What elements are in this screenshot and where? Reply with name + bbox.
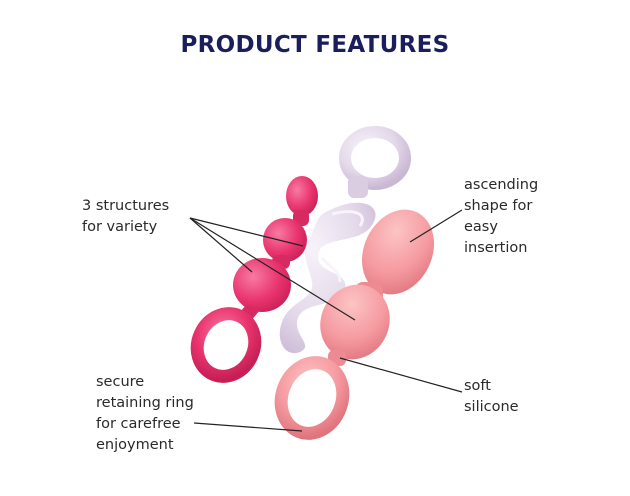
lilac-plug <box>279 126 411 354</box>
magenta-plug <box>190 176 318 383</box>
secure-line: retaining ring <box>96 395 194 411</box>
soft-line: soft <box>464 378 491 394</box>
structures-line: 3 structures <box>82 198 170 214</box>
page-title: PRODUCT FEATURES <box>180 32 450 58</box>
ascending-line: ascending <box>464 177 539 193</box>
secure-line: for carefree <box>96 416 181 432</box>
structures-line: for variety <box>82 219 158 235</box>
ascending-line: easy <box>464 219 498 235</box>
secure-line: enjoyment <box>96 437 174 453</box>
peach-plug <box>274 209 434 440</box>
feature-label-soft: soft silicone <box>464 376 519 418</box>
ascending-line: insertion <box>464 240 528 256</box>
feature-label-structures: 3 structures for variety <box>82 196 169 238</box>
feature-label-ascending: ascending shape for easy insertion <box>464 175 538 259</box>
feature-label-secure: secure retaining ring for carefree enjoy… <box>96 372 194 456</box>
ascending-line: shape for <box>464 198 533 214</box>
leader-lines <box>189 209 463 432</box>
secure-line: secure <box>96 374 145 390</box>
soft-line: silicone <box>464 399 519 415</box>
